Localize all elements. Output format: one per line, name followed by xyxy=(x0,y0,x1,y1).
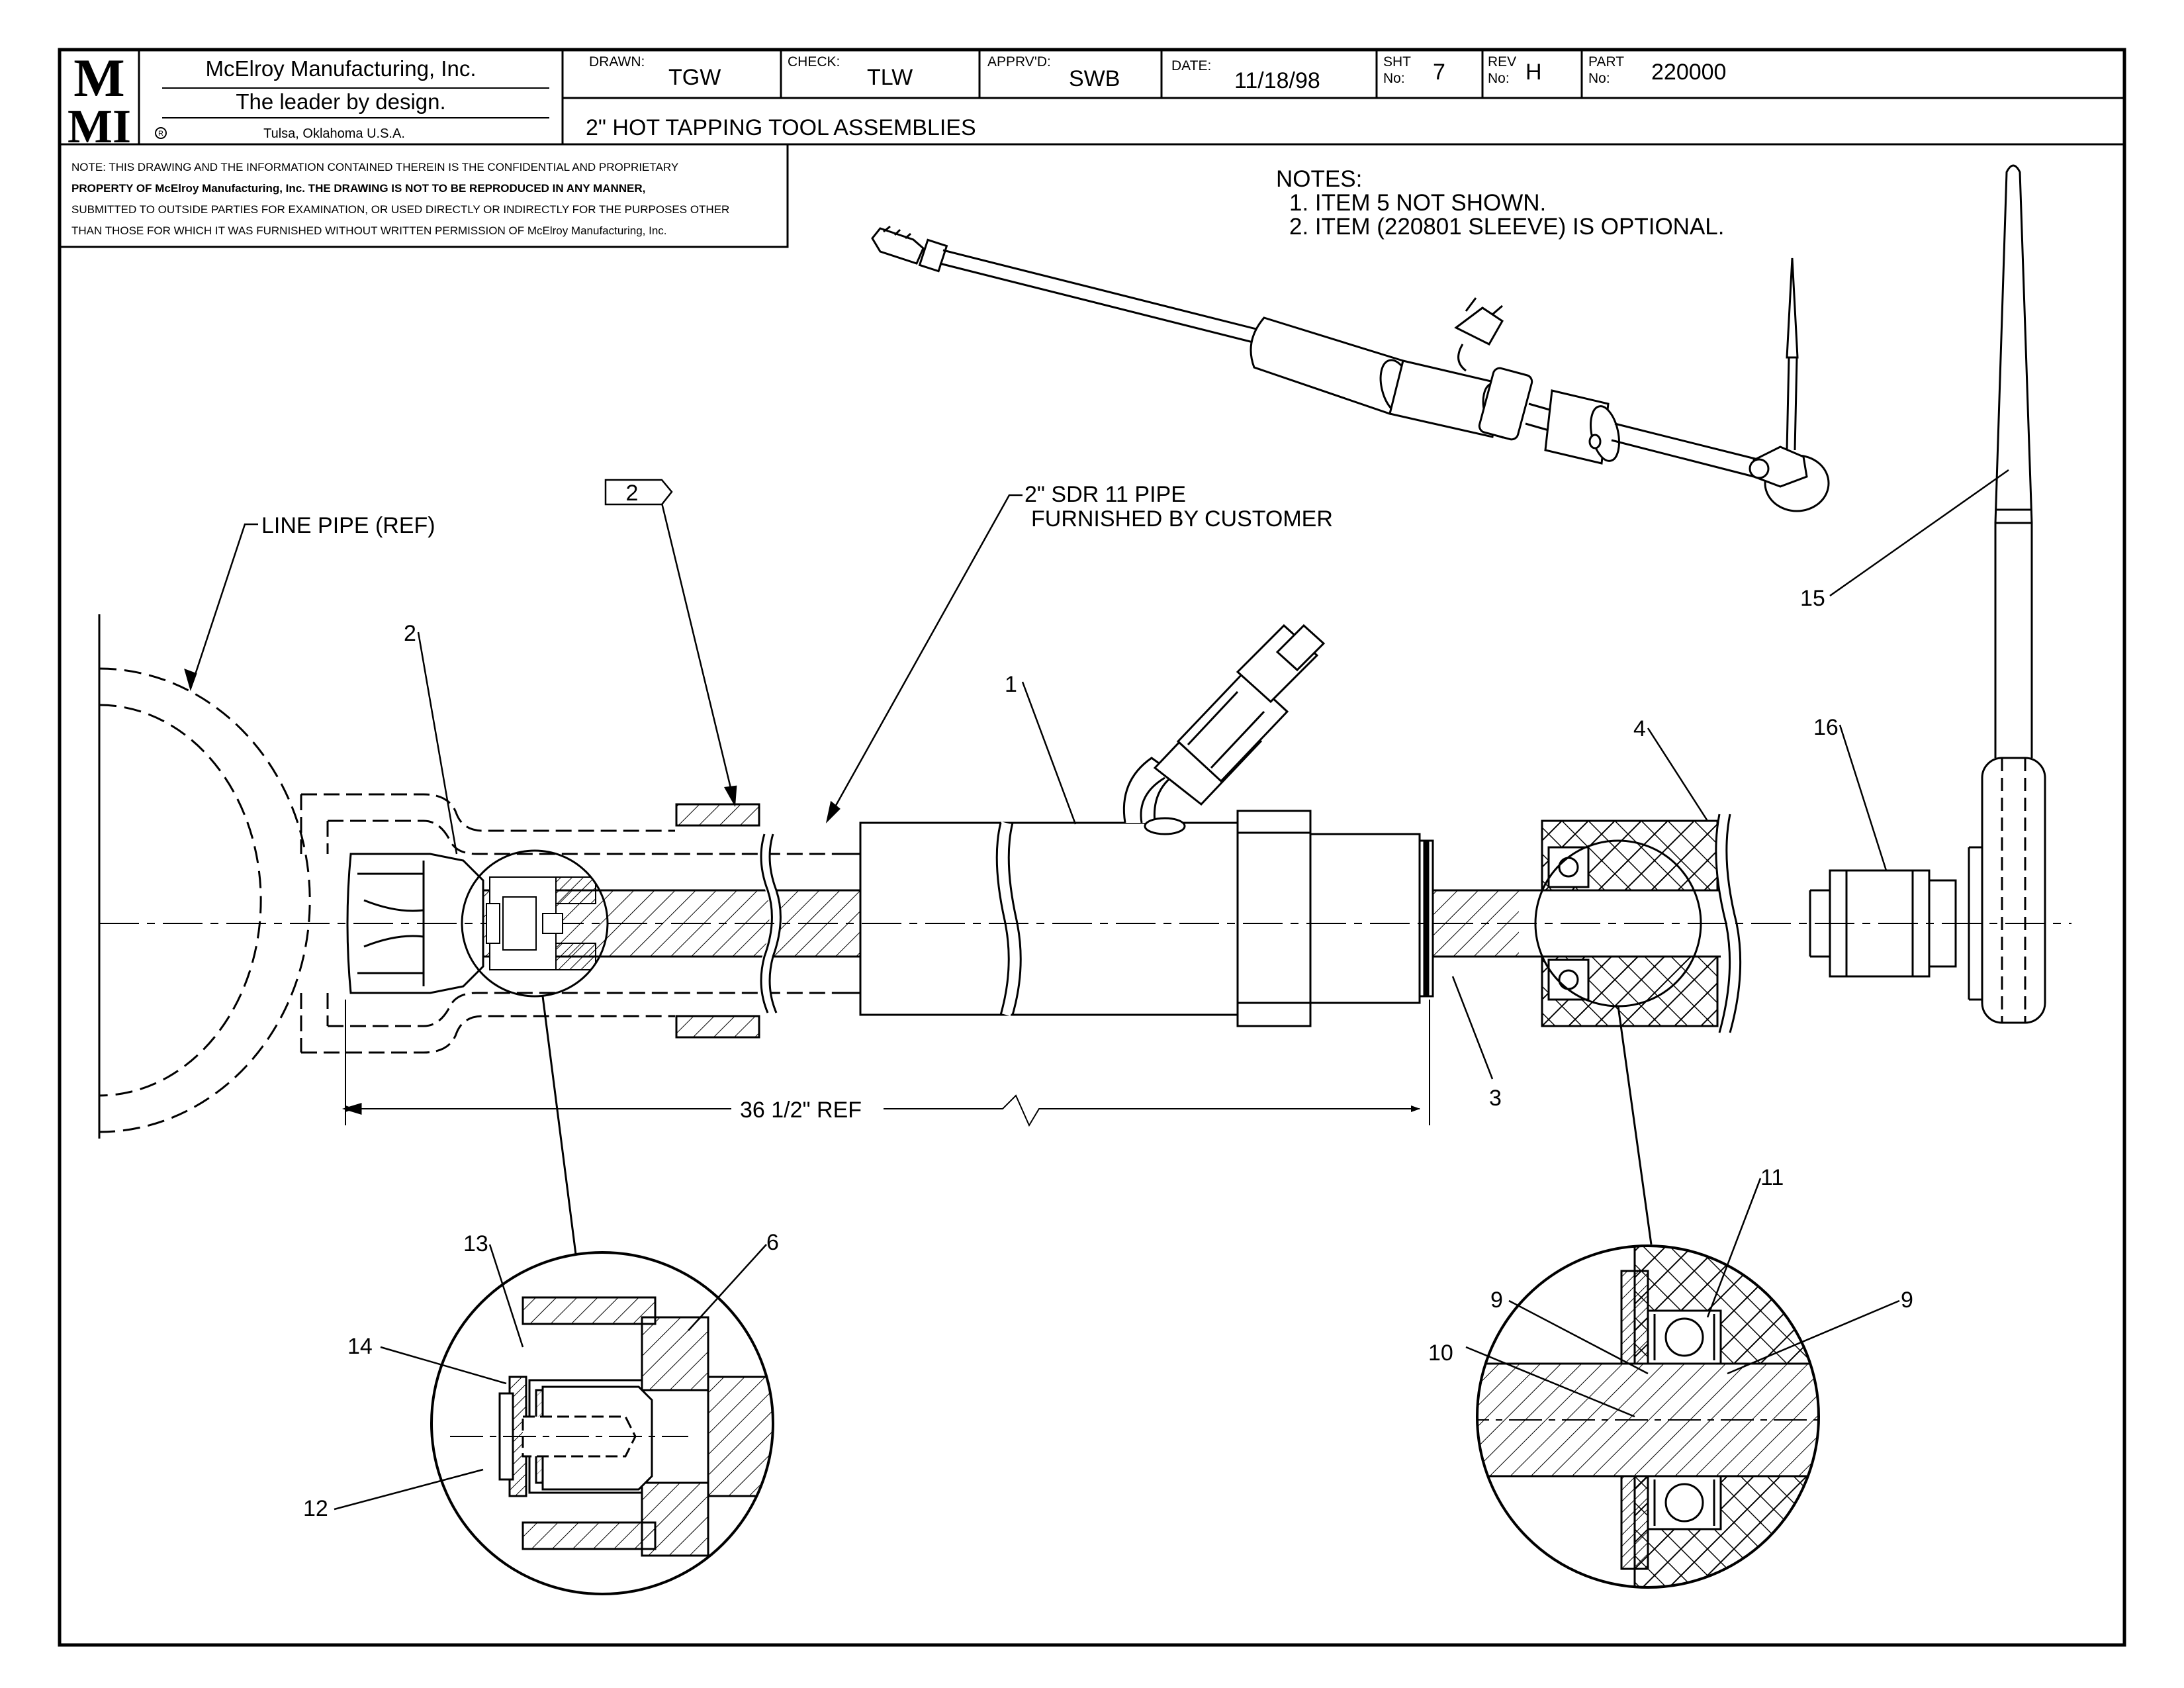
date-label: DATE: xyxy=(1171,58,1211,73)
item-label-16: 16 xyxy=(1813,715,1839,740)
item-label-1: 1 xyxy=(1005,672,1017,697)
line-pipe xyxy=(99,667,311,1133)
note-2: 2. ITEM (220801 SLEEVE) IS OPTIONAL. xyxy=(1289,214,1724,240)
rev-label: REV xyxy=(1488,54,1516,70)
sht-no-label: No: xyxy=(1383,71,1405,86)
item-label-13: 13 xyxy=(463,1231,488,1256)
item-label-9a: 9 xyxy=(1490,1288,1503,1313)
company-logo: M MI xyxy=(68,48,131,153)
note-flag-2: 2 xyxy=(604,479,673,506)
check-value: TLW xyxy=(867,65,913,90)
check-label: CHECK: xyxy=(788,54,840,70)
part-no-label: No: xyxy=(1588,71,1610,86)
title-block: M MI R McElroy Manufacturing, Inc. The l… xyxy=(60,48,2124,153)
date-value: 11/18/98 xyxy=(1234,68,1320,93)
callout-pipe-line-2: FURNISHED BY CUSTOMER xyxy=(1031,506,1333,532)
part-label: PART xyxy=(1588,54,1624,70)
detail-circle-left xyxy=(461,849,609,998)
registered-icon xyxy=(155,127,167,139)
sheet-border xyxy=(58,48,2126,1647)
item-label-9b: 9 xyxy=(1901,1288,1913,1313)
dimension-label: 36 1/2" REF xyxy=(740,1098,862,1123)
apprvd-value: SWB xyxy=(1069,66,1120,91)
item-label-11: 11 xyxy=(1760,1165,1784,1190)
company-name: McElroy Manufacturing, Inc. xyxy=(206,56,477,81)
crank-handle-item-15 xyxy=(1968,164,2046,1024)
general-notes: NOTES: 1. ITEM 5 NOT SHOWN. 2. ITEM (220… xyxy=(1276,166,1724,240)
leader-lines xyxy=(184,469,2009,1511)
proprietary-line-4: THAN THOSE FOR WHICH IT WAS FURNISHED WI… xyxy=(71,224,667,237)
company-location: Tulsa, Oklahoma U.S.A. xyxy=(263,126,405,141)
item-label-6: 6 xyxy=(766,1230,779,1255)
sht-value: 7 xyxy=(1433,60,1445,85)
tool-body-item-1 xyxy=(859,821,1239,1016)
note-1: 1. ITEM 5 NOT SHOWN. xyxy=(1289,190,1546,216)
callout-line-pipe: LINE PIPE (REF) xyxy=(261,513,435,538)
drawn-label: DRAWN: xyxy=(589,54,645,70)
item-label-2: 2 xyxy=(404,621,416,646)
apprvd-label: APPRV'D: xyxy=(987,54,1051,70)
rev-no-label: No: xyxy=(1488,71,1510,86)
drawing-title: 2" HOT TAPPING TOOL ASSEMBLIES xyxy=(586,115,976,140)
tap-valve xyxy=(1122,624,1326,835)
item-label-14: 14 xyxy=(347,1334,373,1359)
item-label-3: 3 xyxy=(1489,1086,1502,1111)
main-assembly xyxy=(98,164,2071,1139)
notes-heading: NOTES: xyxy=(1276,166,1362,192)
proprietary-note: NOTE: THIS DRAWING AND THE INFORMATION C… xyxy=(58,143,789,248)
item-label-12: 12 xyxy=(303,1496,328,1521)
proprietary-line-1: NOTE: THIS DRAWING AND THE INFORMATION C… xyxy=(71,161,678,173)
detail-view-left xyxy=(430,1251,774,1595)
cutter-item-2 xyxy=(346,853,484,994)
item-label-4: 4 xyxy=(1633,716,1646,741)
item-label-10: 10 xyxy=(1428,1340,1453,1366)
sleeve-top xyxy=(675,803,760,827)
sleeve-bottom xyxy=(675,1015,760,1039)
rev-value: H xyxy=(1525,60,1542,85)
proprietary-line-2: PROPERTY OF McElroy Manufacturing, Inc. … xyxy=(71,182,645,195)
item-label-15: 15 xyxy=(1800,586,1825,611)
callout-pipe-line-1: 2" SDR 11 PIPE xyxy=(1024,482,1186,507)
company-tagline: The leader by design. xyxy=(236,89,445,114)
svg-text:M: M xyxy=(73,48,124,108)
branch-fitting xyxy=(300,793,847,1054)
flag-text: 2 xyxy=(626,481,639,506)
drawn-value: TGW xyxy=(668,65,721,90)
collar xyxy=(1236,810,1312,1027)
svg-text:R: R xyxy=(158,130,163,138)
sht-label: SHT xyxy=(1383,54,1411,70)
proprietary-line-3: SUBMITTED TO OUTSIDE PARTIES FOR EXAMINA… xyxy=(71,203,729,216)
isometric-view xyxy=(871,225,1830,512)
detail-view-right xyxy=(1476,1244,1820,1589)
part-value: 220000 xyxy=(1651,60,1726,85)
